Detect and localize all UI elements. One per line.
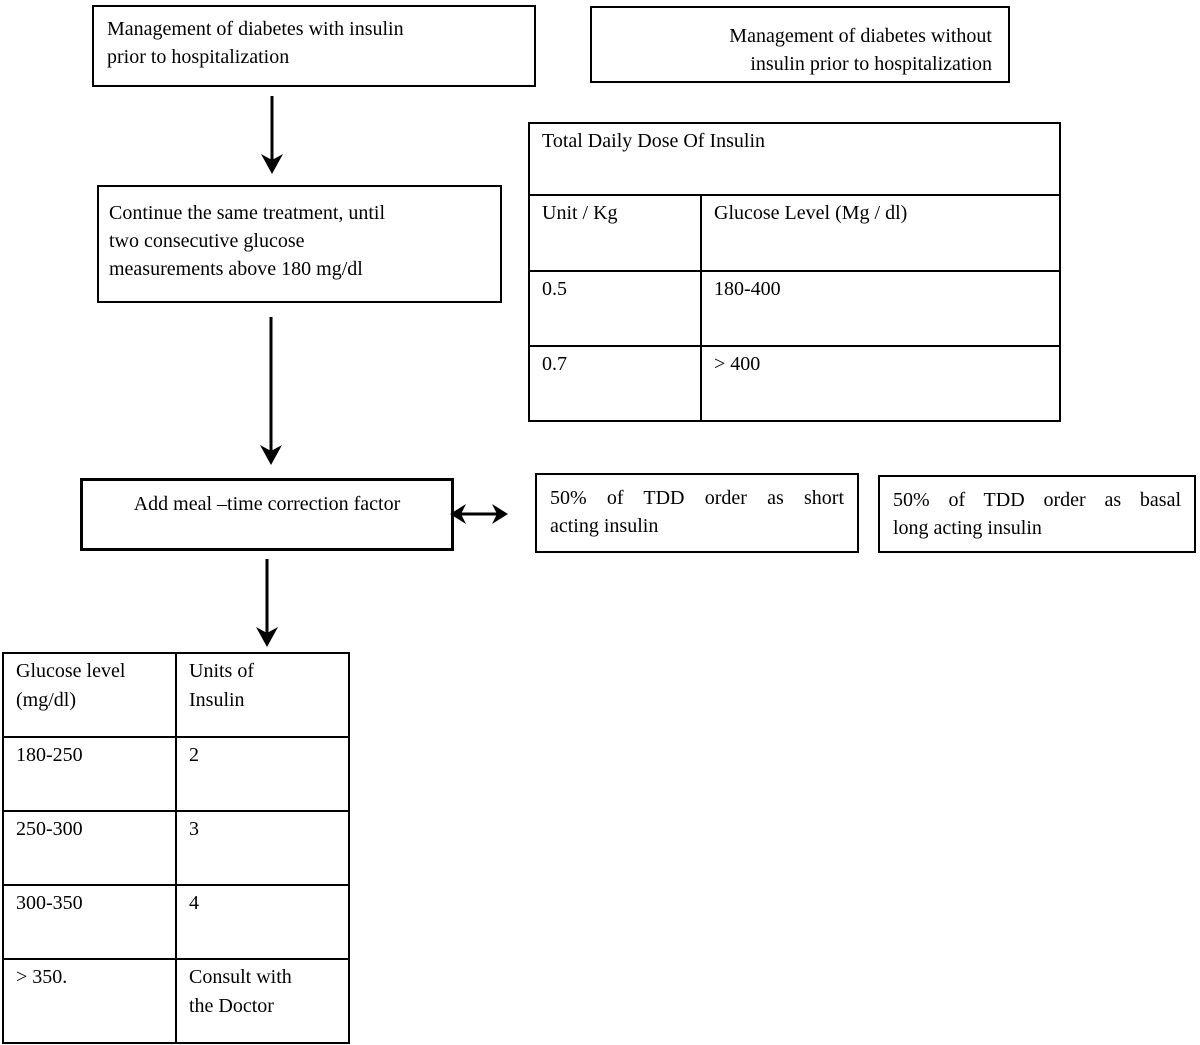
down-arrow-icon bbox=[259, 96, 285, 174]
tdd-table: Total Daily Dose Of Insulin Unit / Kg Gl… bbox=[527, 122, 1062, 422]
correction-table-header-cell: Units of Insulin bbox=[175, 652, 350, 738]
table-row: 180-250 2 bbox=[2, 736, 350, 812]
insulin-units-cell: Consult with the Doctor bbox=[175, 958, 350, 1044]
node-text-line: Add meal –time correction factor bbox=[133, 493, 401, 515]
glucose-range-cell: 180-250 bbox=[2, 736, 177, 812]
node-text-line: 50% of TDD order as basal bbox=[893, 489, 1181, 511]
insulin-units-cell: 2 bbox=[175, 736, 350, 812]
node-without-insulin-box: Management of diabetes without insulin p… bbox=[590, 6, 1010, 83]
node-with-insulin-box: Management of diabetes with insulin prio… bbox=[92, 5, 536, 87]
header-text-line: Units of bbox=[189, 660, 254, 682]
table-row: 0.5 180-400 bbox=[528, 270, 1062, 347]
correction-table: Glucose level (mg/dl) Units of Insulin 1… bbox=[2, 652, 350, 1044]
correction-table-header-cell: Glucose level (mg/dl) bbox=[2, 652, 177, 738]
cell-text-line: Consult with bbox=[189, 966, 292, 988]
glucose-range-cell: 300-350 bbox=[2, 884, 177, 960]
node-text-line: long acting insulin bbox=[893, 517, 1042, 539]
header-text-line: Insulin bbox=[189, 689, 245, 711]
node-text-line: Management of diabetes without bbox=[729, 25, 992, 47]
table-row: 0.7 > 400 bbox=[528, 345, 1062, 422]
node-text-line: two consecutive glucose bbox=[109, 230, 305, 252]
table-row: 300-350 4 bbox=[2, 884, 350, 960]
node-text-line: Management of diabetes with insulin bbox=[107, 18, 404, 40]
tdd-glucose-cell: > 400 bbox=[699, 345, 1062, 422]
table-row: 250-300 3 bbox=[2, 810, 350, 886]
cell-text-line: the Doctor bbox=[189, 995, 274, 1017]
tdd-glucose-cell: 180-400 bbox=[699, 270, 1062, 347]
header-text-line: (mg/dl) bbox=[16, 689, 76, 711]
tdd-table-title-cell: Total Daily Dose Of Insulin bbox=[527, 122, 1062, 196]
node-text-line: measurements above 180 mg/dl bbox=[109, 258, 363, 280]
node-text-line: acting insulin bbox=[550, 515, 659, 537]
tdd-unit-cell: 0.5 bbox=[528, 270, 702, 347]
node-text-line: insulin prior to hospitalization bbox=[750, 53, 992, 75]
insulin-units-cell: 3 bbox=[175, 810, 350, 886]
double-headed-arrow-icon bbox=[450, 500, 508, 528]
node-text-line: Continue the same treatment, until bbox=[109, 202, 386, 224]
down-arrow-icon bbox=[254, 559, 280, 647]
header-text-line: Glucose level bbox=[16, 660, 126, 682]
node-continue-treatment-box: Continue the same treatment, until two c… bbox=[97, 185, 502, 303]
tdd-table-header-cell: Unit / Kg bbox=[528, 194, 702, 272]
node-text-line: prior to hospitalization bbox=[107, 46, 290, 68]
glucose-range-cell: 250-300 bbox=[2, 810, 177, 886]
node-basal-long-acting-box: 50% of TDD order as basal long acting in… bbox=[878, 475, 1196, 553]
node-add-meal-correction-box: Add meal –time correction factor bbox=[80, 478, 454, 551]
table-row: > 350. Consult with the Doctor bbox=[2, 958, 350, 1044]
node-text-line: 50% of TDD order as short bbox=[550, 487, 844, 509]
down-arrow-icon bbox=[258, 317, 284, 465]
insulin-units-cell: 4 bbox=[175, 884, 350, 960]
tdd-unit-cell: 0.7 bbox=[528, 345, 702, 422]
node-short-acting-box: 50% of TDD order as short acting insulin bbox=[535, 473, 859, 553]
tdd-table-header-cell: Glucose Level (Mg / dl) bbox=[699, 194, 1062, 272]
glucose-range-cell: > 350. bbox=[2, 958, 177, 1044]
